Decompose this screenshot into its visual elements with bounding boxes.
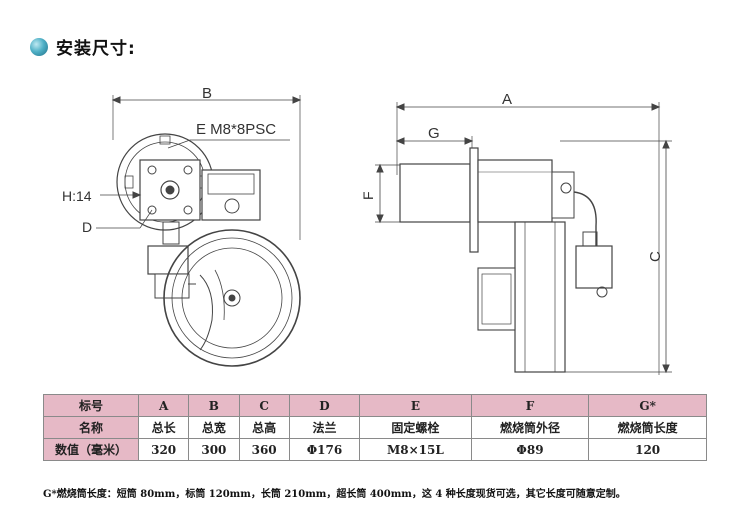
table-cell: Φ89: [470, 438, 590, 461]
dim-e-label: E M8*8PSC: [196, 121, 276, 138]
table-cell: B: [188, 394, 240, 417]
table-cell: 标号: [43, 394, 139, 417]
table-row: 数值（毫米） 320 300 360 Φ176 M8×15L Φ89 120: [43, 438, 707, 461]
table-cell: 法兰: [288, 416, 361, 439]
table-cell: 燃烧筒外径: [470, 416, 590, 439]
dim-c-label: C: [647, 251, 664, 262]
table-cell: C: [238, 394, 290, 417]
table-cell: 360: [238, 438, 290, 461]
dim-a-label: A: [502, 91, 512, 108]
table-cell: 总高: [238, 416, 290, 439]
side-view: A G F C: [360, 91, 672, 375]
table-row: 名称 总长 总宽 总高 法兰 固定螺栓 燃烧筒外径 燃烧筒长度: [43, 416, 707, 439]
table-cell: A: [137, 394, 190, 417]
table-cell: 燃烧筒长度: [588, 416, 707, 439]
table-cell: 名称: [43, 416, 139, 439]
dim-g-label: G: [428, 125, 440, 142]
dim-b-label: B: [202, 85, 212, 102]
table-cell: G*: [588, 394, 707, 417]
bullet-icon: [30, 37, 48, 56]
table-cell: 300: [188, 438, 240, 461]
table-cell: F: [470, 394, 590, 417]
table-header-row: 标号 A B C D E F G*: [43, 394, 707, 417]
burner-dimension-drawing: B E M8*8PSC H:14 D: [62, 85, 672, 375]
section-title: 安装尺寸:: [56, 39, 136, 59]
table-cell: 数值（毫米）: [43, 438, 139, 461]
dim-h-label: H:14: [62, 188, 92, 204]
table-cell: M8×15L: [359, 438, 472, 461]
table-cell: D: [288, 394, 361, 417]
footnote: G*燃烧筒长度：短筒 80mm，标筒 120mm，长筒 210mm，超长筒 40…: [43, 489, 626, 500]
table-cell: 320: [137, 438, 190, 461]
table-cell: Φ176: [288, 438, 361, 461]
section-heading: 安装尺寸:: [30, 34, 136, 59]
table-cell: 总宽: [188, 416, 240, 439]
table-cell: E: [359, 394, 472, 417]
table-cell: 120: [588, 438, 707, 461]
table-cell: 总长: [137, 416, 190, 439]
table-cell: 固定螺栓: [359, 416, 472, 439]
dim-f-label: F: [360, 191, 376, 200]
dim-d-label: D: [82, 219, 92, 235]
spec-table: 标号 A B C D E F G* 名称 总长 总宽 总高 法兰 固定螺栓 燃烧…: [43, 394, 707, 461]
front-view: B E M8*8PSC H:14 D: [62, 85, 302, 367]
